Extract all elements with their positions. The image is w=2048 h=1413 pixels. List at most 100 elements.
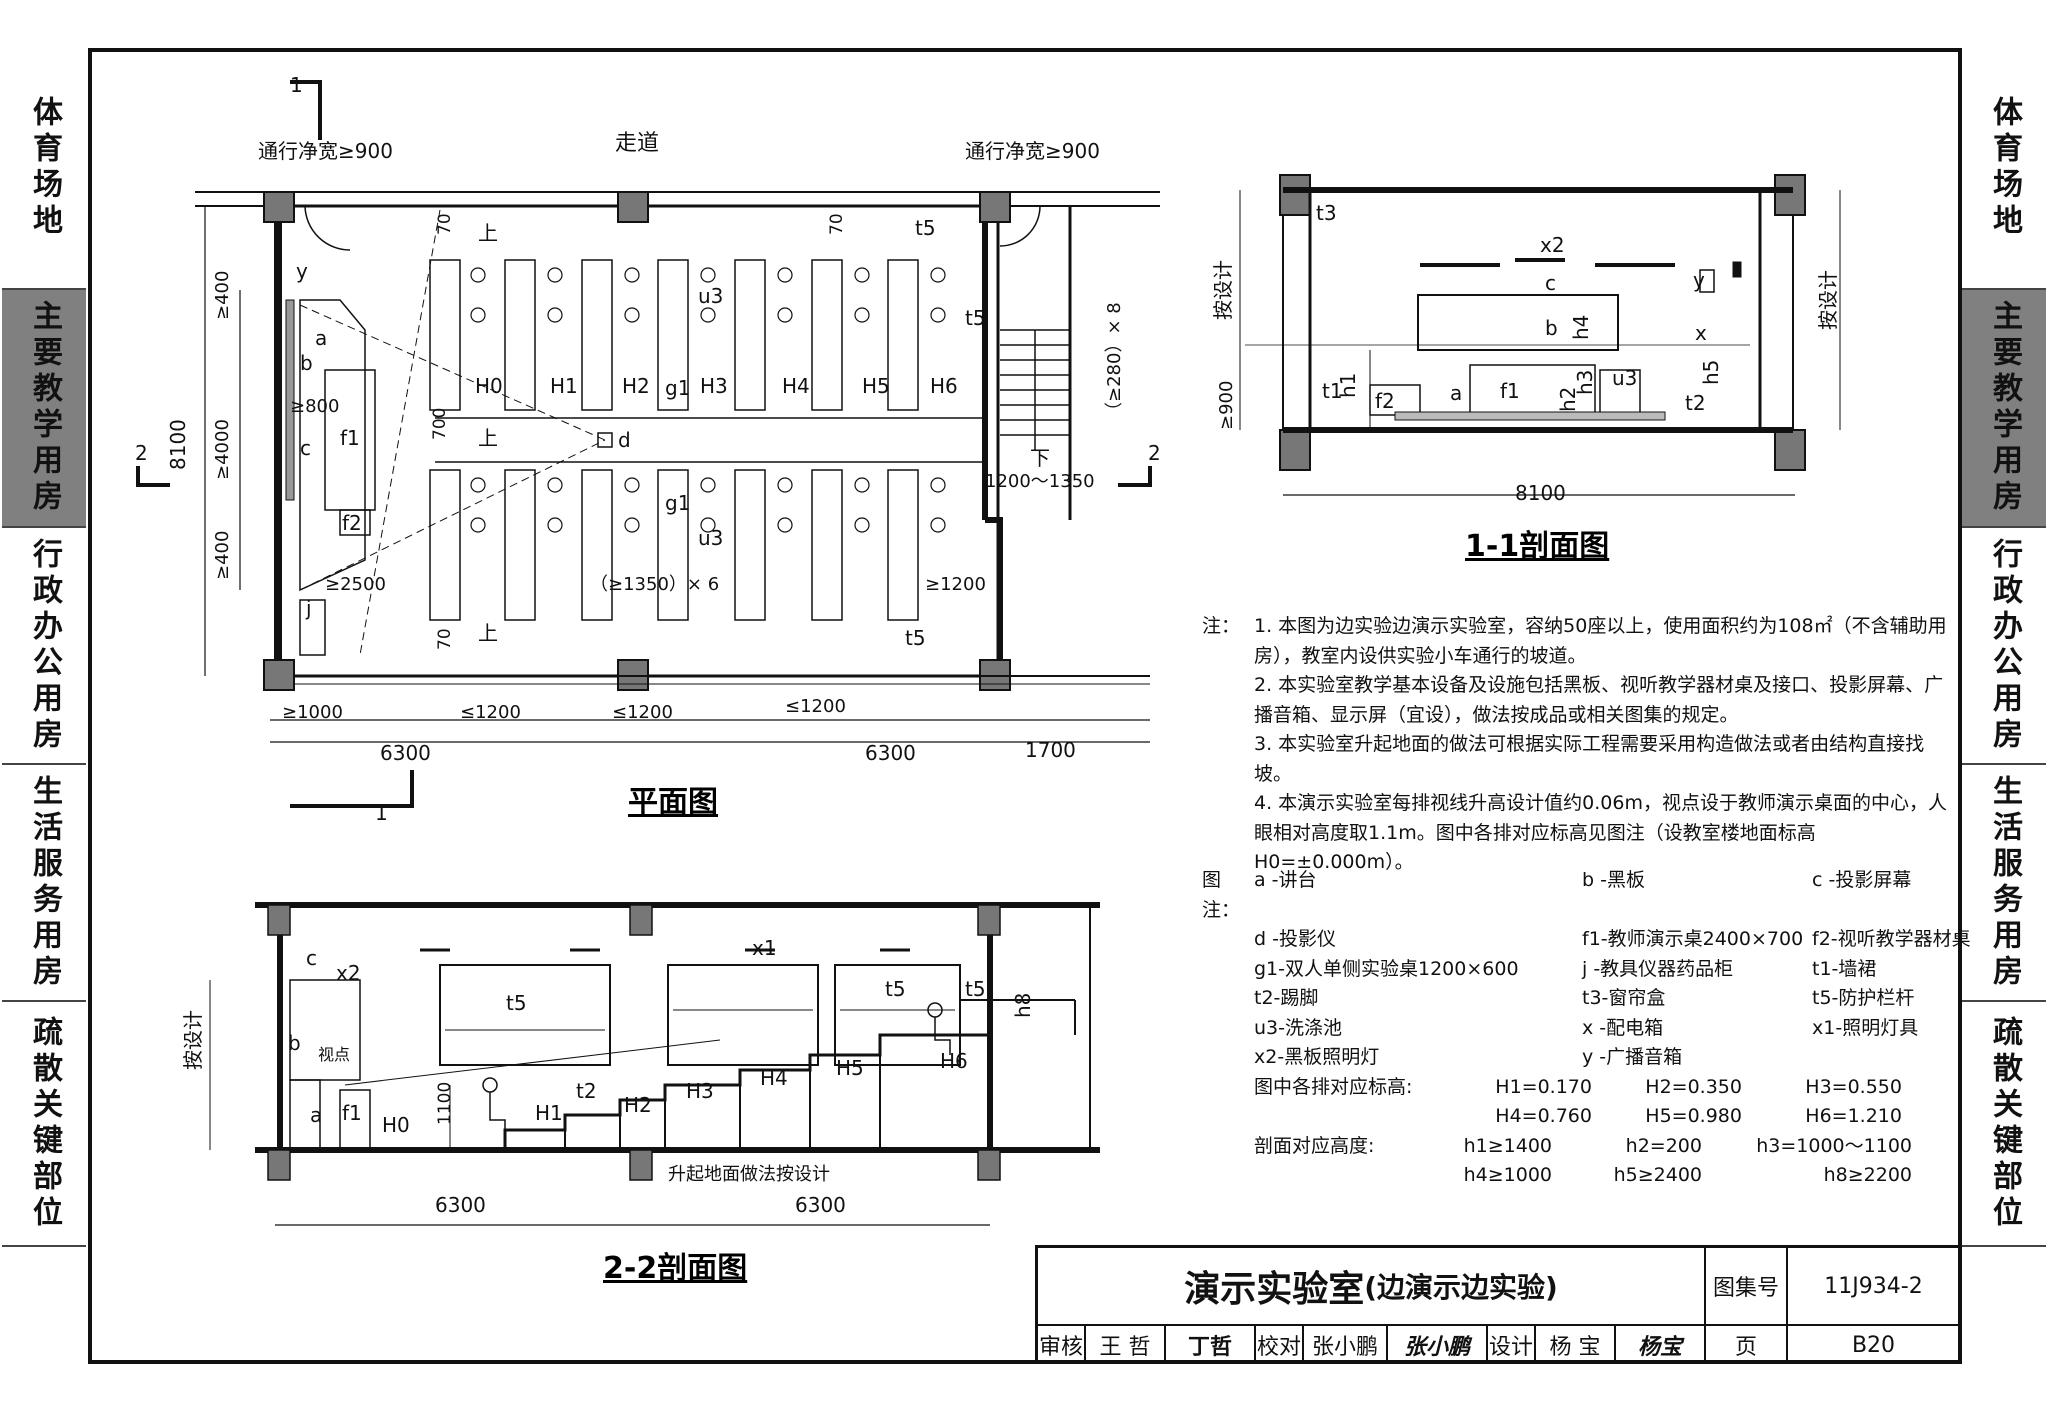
notes-label: 注： [1202, 615, 1241, 637]
section11-title: 1-1剖面图 [1465, 529, 1609, 564]
legend-item: x -配电箱 [1582, 1016, 1664, 1039]
s22-x2: x2 [336, 961, 361, 985]
dim-1200-right: ≥1200 [925, 574, 986, 595]
s22-viewpoint: 视点 [318, 1045, 350, 1064]
s22-f1: f1 [342, 1101, 362, 1125]
plan-u3-bottom: u3 [698, 526, 723, 550]
dim-1350: （≥1350）× 6 [590, 574, 719, 595]
s22-h3: H3 [686, 1079, 714, 1103]
dim-stair: （≥280）× 8 [1104, 302, 1125, 420]
dim-2500: ≥2500 [325, 574, 386, 595]
drawing-frame [88, 48, 1962, 1364]
s11-by-design-left: 按设计 [1211, 260, 1235, 320]
legend-item: t5-防护栏杆 [1812, 987, 1915, 1009]
s22-h8: h8 [1011, 993, 1035, 1018]
height-value: h4≥1000 [1463, 1164, 1552, 1186]
side-tab-label: 体育场地 [1987, 96, 2022, 240]
plan-up-2: 上 [478, 426, 498, 450]
plan-c: c [300, 436, 311, 460]
check-signature: 张小鹏 [1388, 1326, 1488, 1364]
side-tab[interactable]: 体育场地 [1962, 48, 2046, 290]
plan-u3-top: u3 [698, 284, 723, 308]
side-tab[interactable]: 体育场地 [2, 48, 86, 290]
elevation-value: H6=1.210 [1805, 1105, 1902, 1127]
legend-item: c -投影屏幕 [1812, 869, 1912, 891]
legend-label [1202, 925, 1254, 955]
side-tab[interactable]: 主要教学用房 [2, 290, 86, 528]
side-tab-label: 疏散关键部位 [27, 1015, 62, 1232]
side-tab-label: 生活服务用房 [1987, 774, 2022, 991]
design-label: 设计 [1488, 1326, 1536, 1364]
legend-item: x2-黑板照明灯 [1254, 1046, 1380, 1068]
elevation-label [1202, 1102, 1442, 1132]
s11-by-design-right: 按设计 [1816, 270, 1840, 330]
checker: 张小鹏 [1304, 1326, 1388, 1364]
legend-item: t1-墙裙 [1812, 957, 1877, 980]
dim-1700: 1700 [1025, 738, 1076, 762]
height-value: h8≥2200 [1823, 1164, 1912, 1186]
s11-h3: h3 [1573, 370, 1597, 395]
plan-b: b [300, 351, 313, 375]
check-label: 校对 [1256, 1326, 1304, 1364]
dim-1200c: ≤1200 [785, 696, 846, 717]
plan-t5-bottom: t5 [905, 626, 926, 650]
plan-title: 平面图 [628, 785, 718, 820]
s11-width: 8100 [1515, 481, 1566, 505]
dim-stair-width: 1200～1350 [985, 471, 1095, 492]
notes-block: 注： 1. 本图为边实验边演示实验室，容纳50座以上，使用面积约为108㎡（不含… [1202, 612, 1962, 878]
side-tab[interactable]: 疏散关键部位 [1962, 1002, 2046, 1247]
plan-h3: H3 [700, 374, 728, 398]
side-tab[interactable]: 生活服务用房 [2, 765, 86, 1002]
s22-h1: H1 [535, 1101, 563, 1125]
legend-item [1812, 1043, 2032, 1073]
dim-800: ≥800 [290, 396, 339, 417]
elevation-value: H4=0.760 [1495, 1105, 1592, 1127]
elevation-value: H2=0.350 [1645, 1075, 1742, 1098]
legend-item: f1-教师演示桌2400×700 [1582, 928, 1804, 950]
height-value: h5≥2400 [1613, 1164, 1702, 1186]
plan-h5: H5 [862, 374, 890, 398]
s11-h4: h4 [1569, 315, 1593, 340]
clear-width-right: 通行净宽≥900 [965, 139, 1100, 163]
side-tab[interactable]: 疏散关键部位 [2, 1002, 86, 1247]
title-cell: 演示实验室(边演示边实验) [1038, 1248, 1706, 1326]
side-tab[interactable]: 生活服务用房 [1962, 765, 2046, 1002]
dim-6300b: 6300 [865, 741, 916, 765]
s22-b: b [288, 1031, 301, 1055]
dim-70a: 70 [435, 213, 455, 235]
plan-h0: H0 [475, 374, 503, 398]
side-tab[interactable]: 行政办公用房 [1962, 528, 2046, 765]
s22-a: a [310, 1103, 322, 1127]
plan-g1-bottom: g1 [665, 491, 690, 515]
side-tab-label: 疏散关键部位 [1987, 1015, 2022, 1232]
plan-h6: H6 [930, 374, 958, 398]
elevation-value: H3=0.550 [1805, 1075, 1902, 1098]
drawing-subtitle: (边演示边实验) [1364, 1271, 1558, 1304]
legend-label: 图注： [1202, 869, 1241, 921]
note-item: 1. 本图为边实验边演示实验室，容纳50座以上，使用面积约为108㎡（不含辅助用… [1254, 615, 1947, 667]
plan-h1: H1 [550, 374, 578, 398]
side-tab[interactable]: 主要教学用房 [1962, 290, 2046, 528]
dim-400b: ≥400 [212, 531, 233, 580]
dim-6300a: 6300 [380, 741, 431, 765]
height-value: h2=200 [1625, 1134, 1702, 1157]
plan-up-1: 上 [478, 221, 498, 245]
section11-labels: t3 x2 c b h4 y x h5 t1 h1 f2 a f1 h2 h3 … [1211, 201, 1840, 505]
s11-a: a [1450, 381, 1462, 405]
atlas-label: 图集号 [1706, 1248, 1788, 1326]
s11-c: c [1545, 271, 1556, 295]
dim-8100: 8100 [166, 419, 190, 470]
section22-title: 2-2剖面图 [603, 1251, 747, 1286]
legend-label [1202, 1043, 1254, 1073]
s22-t5c: t5 [965, 977, 986, 1001]
side-tab-label: 生活服务用房 [27, 774, 62, 991]
plan-labels: 走道 通行净宽≥900 通行净宽≥900 t5 t5 t5 u3 u3 g1 g… [135, 73, 1161, 825]
plan-t5-top: t5 [915, 216, 936, 240]
s22-h6: H6 [940, 1049, 968, 1073]
height-value: h1≥1400 [1463, 1134, 1552, 1157]
dim-1200a: ≤1200 [460, 702, 521, 723]
note-item: 4. 本演示实验室每排视线升高设计值约0.06m，视点设于教师演示桌面的中心，人… [1254, 792, 1947, 873]
side-tab[interactable]: 行政办公用房 [2, 528, 86, 765]
plan-t5-right: t5 [965, 306, 986, 330]
